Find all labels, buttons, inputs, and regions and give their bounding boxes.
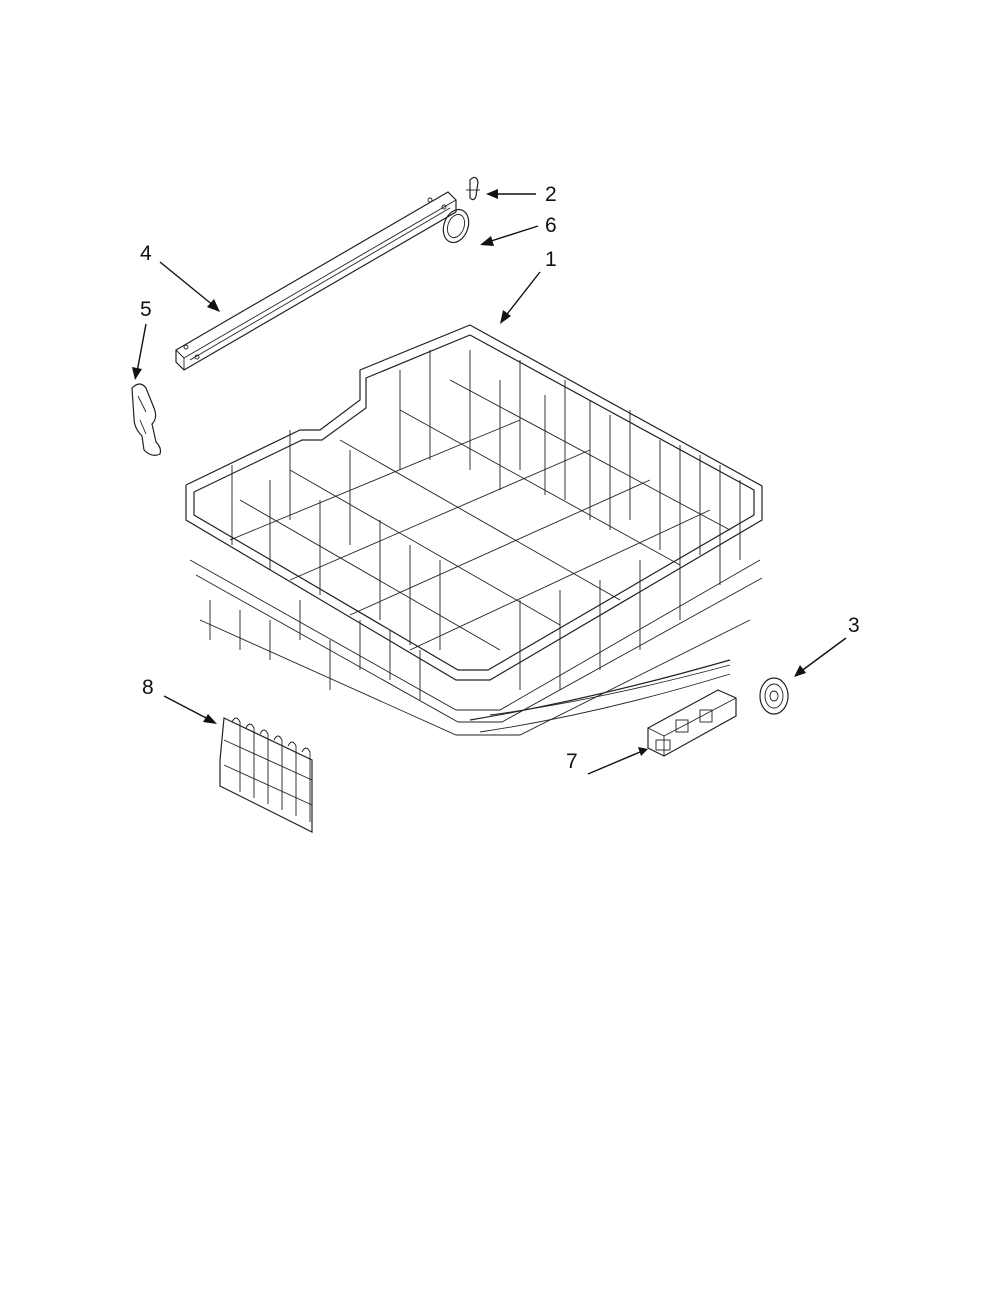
callout-5: 5 — [140, 298, 152, 321]
part-2-clip — [466, 176, 480, 201]
part-5-bracket — [131, 383, 162, 456]
part-7-endcap — [647, 689, 737, 757]
part-4-rail — [175, 191, 457, 371]
callout-4: 4 — [140, 242, 152, 265]
part-6-ring — [442, 208, 470, 244]
callout-8: 8 — [142, 676, 154, 699]
part-8-shelf — [219, 717, 313, 833]
part-3-wheel — [759, 677, 789, 715]
part-1-dishrack — [185, 324, 763, 736]
callout-1: 1 — [545, 248, 557, 271]
callout-3: 3 — [848, 614, 860, 637]
callout-2: 2 — [545, 183, 557, 206]
callout-7: 7 — [566, 750, 578, 773]
callout-arrows — [132, 189, 847, 775]
callout-6: 6 — [545, 214, 557, 237]
